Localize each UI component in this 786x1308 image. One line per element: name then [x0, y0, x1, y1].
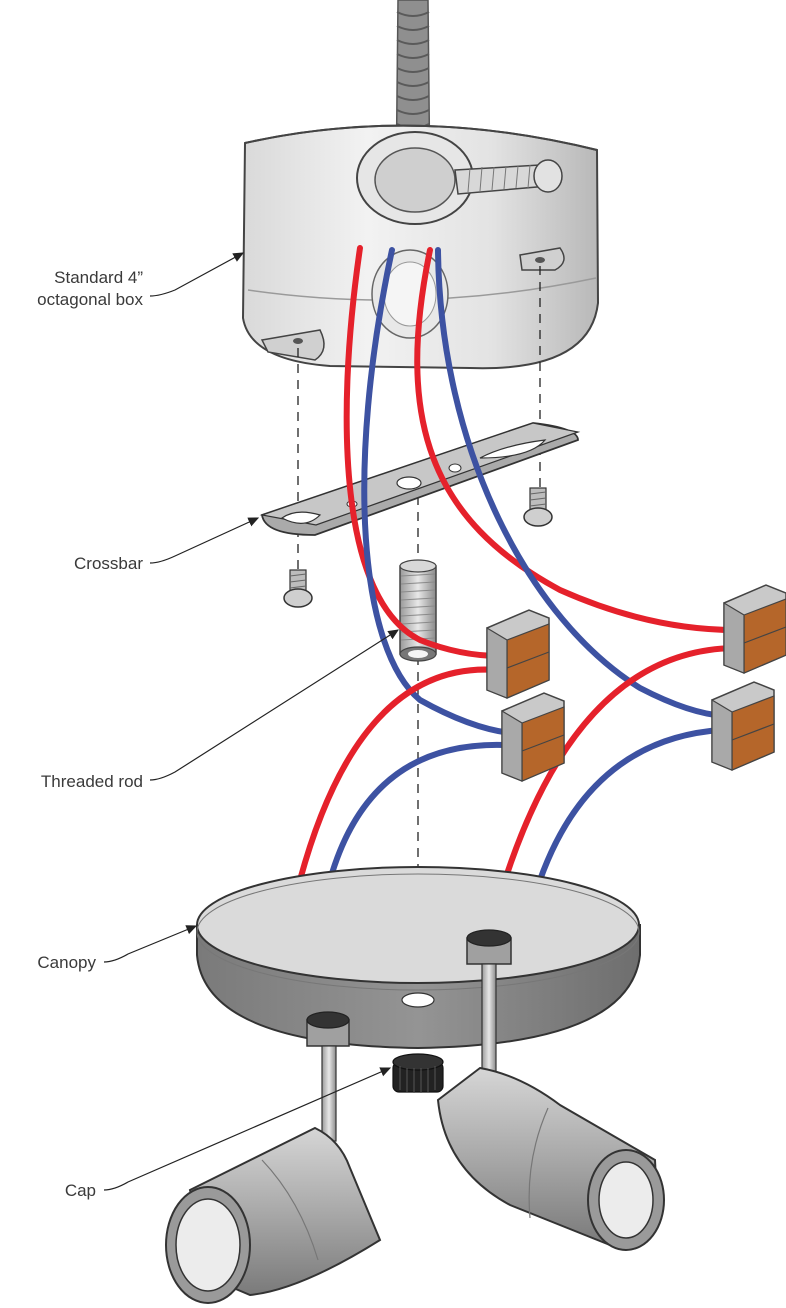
- left-spot-head: [165, 1011, 382, 1304]
- label-crossbar: Crossbar: [74, 554, 143, 573]
- neutral-wire-left-connector-to-canopy: [327, 741, 509, 883]
- hot-wire-left-connector-to-canopy: [297, 666, 500, 883]
- wire-connector-1: [486, 609, 550, 699]
- hot-wire-right-connector-to-canopy: [502, 645, 738, 883]
- label-cap: Cap: [65, 1181, 96, 1200]
- leader-canopy: [103, 925, 198, 963]
- leader-cap: [103, 1067, 392, 1191]
- label-canopy: Canopy: [37, 953, 96, 972]
- hot-wire-box-to-left-connector: [343, 245, 503, 659]
- callout-labels: Standard 4” octagonal box Crossbar Threa…: [37, 268, 143, 1200]
- mounting-screw-right: [523, 487, 553, 527]
- label-octagonal-box-line2: octagonal box: [37, 290, 143, 309]
- right-spot-head: [436, 929, 665, 1251]
- neutral-wire-box-to-right-connector: [435, 247, 728, 719]
- leader-crossbar: [149, 517, 260, 564]
- canopy: [196, 866, 641, 1050]
- leader-lines: [103, 252, 400, 1191]
- wire-connector-3: [723, 584, 786, 674]
- wire-connector-2: [501, 692, 565, 782]
- hot-wire-box-to-right-connector: [414, 247, 738, 633]
- wire-connector-4: [711, 681, 775, 771]
- leader-threaded-rod: [149, 629, 400, 781]
- neutral-wire-box-to-left-connector: [361, 247, 513, 736]
- neutral-wire-right-connector-to-canopy: [537, 727, 723, 883]
- mounting-screw-left: [283, 569, 313, 608]
- label-threaded-rod: Threaded rod: [41, 772, 143, 791]
- leader-octagonal-box: [149, 252, 245, 297]
- cap: [392, 1053, 444, 1093]
- wires: [297, 245, 738, 883]
- label-octagonal-box-line1: Standard 4”: [54, 268, 143, 287]
